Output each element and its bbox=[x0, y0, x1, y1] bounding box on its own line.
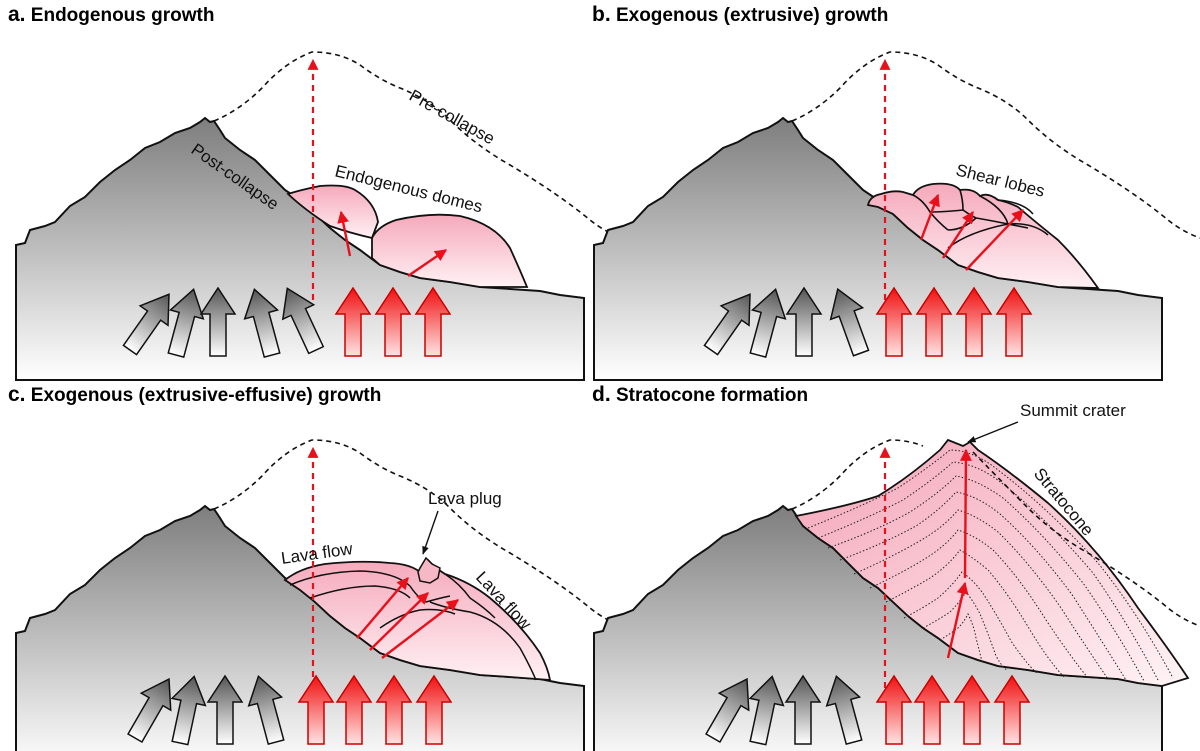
summit-crater-label: Summit crater bbox=[1020, 401, 1126, 420]
panel-b-title: b. Exogenous (extrusive) growth bbox=[592, 3, 889, 26]
panel-a-diagram: Pre-collapse Post-collapse Endogenous do… bbox=[15, 51, 623, 381]
stratocone-body bbox=[794, 438, 1190, 687]
lava-flows bbox=[283, 558, 552, 681]
growth-arrow bbox=[965, 209, 1024, 271]
panel-c-title: c. Exogenous (extrusive-effusive) growth bbox=[8, 383, 382, 406]
stratocone-layers bbox=[807, 449, 1174, 682]
summit-crater-pointer bbox=[967, 421, 1019, 443]
growth-arrow bbox=[356, 577, 409, 639]
lava-plug-pointer bbox=[422, 510, 439, 555]
conduit-arrow bbox=[959, 448, 972, 579]
growth-arrow bbox=[407, 249, 447, 277]
panel-a-title: a. Endogenous growth bbox=[8, 3, 215, 26]
lava-plug-label: Lava plug bbox=[428, 489, 502, 508]
panel-d-title: d. Stratocone formation bbox=[592, 383, 809, 406]
dome-lower bbox=[371, 213, 529, 288]
growth-arrow bbox=[381, 599, 459, 659]
pre-collapse-label: Pre-collapse bbox=[406, 86, 498, 148]
growth-arrow bbox=[369, 592, 429, 651]
lava-plug-shape bbox=[417, 556, 441, 584]
growth-arrow bbox=[919, 193, 940, 241]
panel-b-diagram: Shear lobes bbox=[593, 51, 1200, 381]
pre-collapse-outline bbox=[213, 51, 623, 239]
growth-arrow bbox=[337, 210, 352, 257]
growth-arrow bbox=[941, 210, 975, 259]
growth-arrow bbox=[946, 581, 969, 659]
panel-c-diagram: Lava plug Lava flow Lava flow bbox=[15, 439, 623, 751]
panel-d-diagram: Summit crater Stratocone bbox=[593, 401, 1200, 751]
dome-upper bbox=[286, 184, 379, 240]
